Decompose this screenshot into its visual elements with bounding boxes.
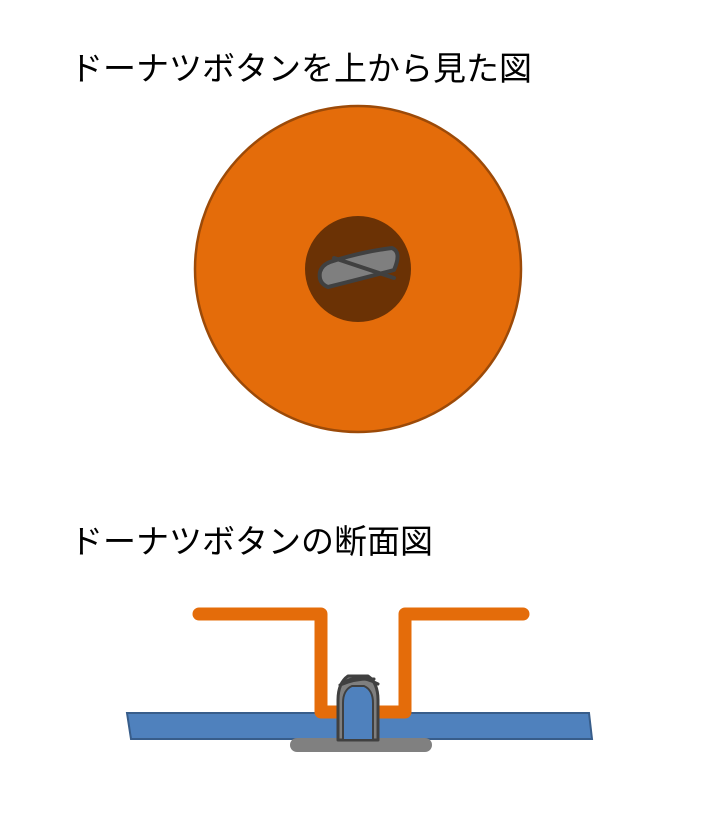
base-plate [290,738,432,752]
top-view-diagram [193,104,523,434]
top-view-title: ドーナツボタンを上から見た図 [70,49,532,88]
cross-section-diagram [125,607,594,752]
cross-section-title: ドーナツボタンの断面図 [70,522,433,561]
clip-top-view [317,246,400,289]
clip-cross-section [336,674,380,742]
